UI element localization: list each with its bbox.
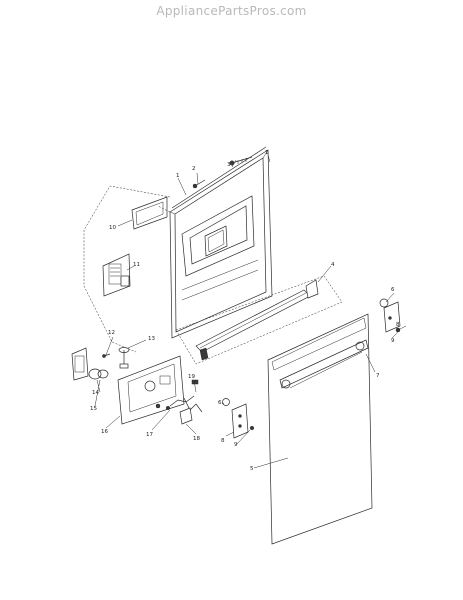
- callout-1a: 1: [265, 150, 269, 156]
- latch-seal: [88, 368, 109, 380]
- callout-8a: 8: [221, 438, 225, 444]
- callout-6b: 6: [218, 400, 222, 406]
- door-gasket: [131, 196, 168, 230]
- hinge-bracket-left: [222, 398, 255, 439]
- callout-2: 2: [192, 166, 196, 172]
- latch-cover: [71, 347, 89, 381]
- callout-9a: 9: [234, 442, 238, 448]
- inner-door-panel: [169, 146, 273, 339]
- callout-1b: 1: [176, 173, 180, 179]
- callout-7: 7: [376, 373, 380, 379]
- spring-assembly: [165, 379, 203, 413]
- callout-4: 4: [331, 262, 335, 268]
- trim-strip: [175, 275, 343, 365]
- latch-screw: [102, 353, 111, 358]
- watermark: AppliancePartsPros.com: [156, 4, 307, 18]
- callout-11: 11: [133, 262, 140, 268]
- callout-16: 16: [101, 429, 108, 435]
- dispenser-module: [102, 253, 131, 297]
- callout-6a: 6: [391, 287, 395, 293]
- latch-bolt: [118, 347, 130, 369]
- hinge-bracket-right: [379, 298, 407, 333]
- callout-18: 18: [193, 436, 200, 442]
- callout-19: 19: [188, 374, 195, 380]
- callout-17: 17: [146, 432, 153, 438]
- callout-12: 12: [108, 330, 115, 336]
- callout-13: 13: [148, 336, 155, 342]
- callout-8b: 8: [396, 322, 400, 328]
- screw-part-2: [192, 179, 206, 189]
- callout-10: 10: [109, 225, 116, 231]
- latch-clip: [179, 407, 193, 425]
- callout-15: 15: [90, 406, 97, 412]
- callout-14: 14: [92, 390, 99, 396]
- callout-5: 5: [250, 466, 254, 472]
- callout-9b: 9: [391, 338, 395, 344]
- callout-3: 3: [227, 162, 231, 168]
- leader-lines: [94, 154, 399, 469]
- screw-part-3: [229, 156, 253, 166]
- callout-labels: 1 1 2 3 4 5 6 6 7 8 8 9 9 10 11 12 13 14…: [90, 150, 400, 472]
- outer-door-panel: [267, 313, 373, 545]
